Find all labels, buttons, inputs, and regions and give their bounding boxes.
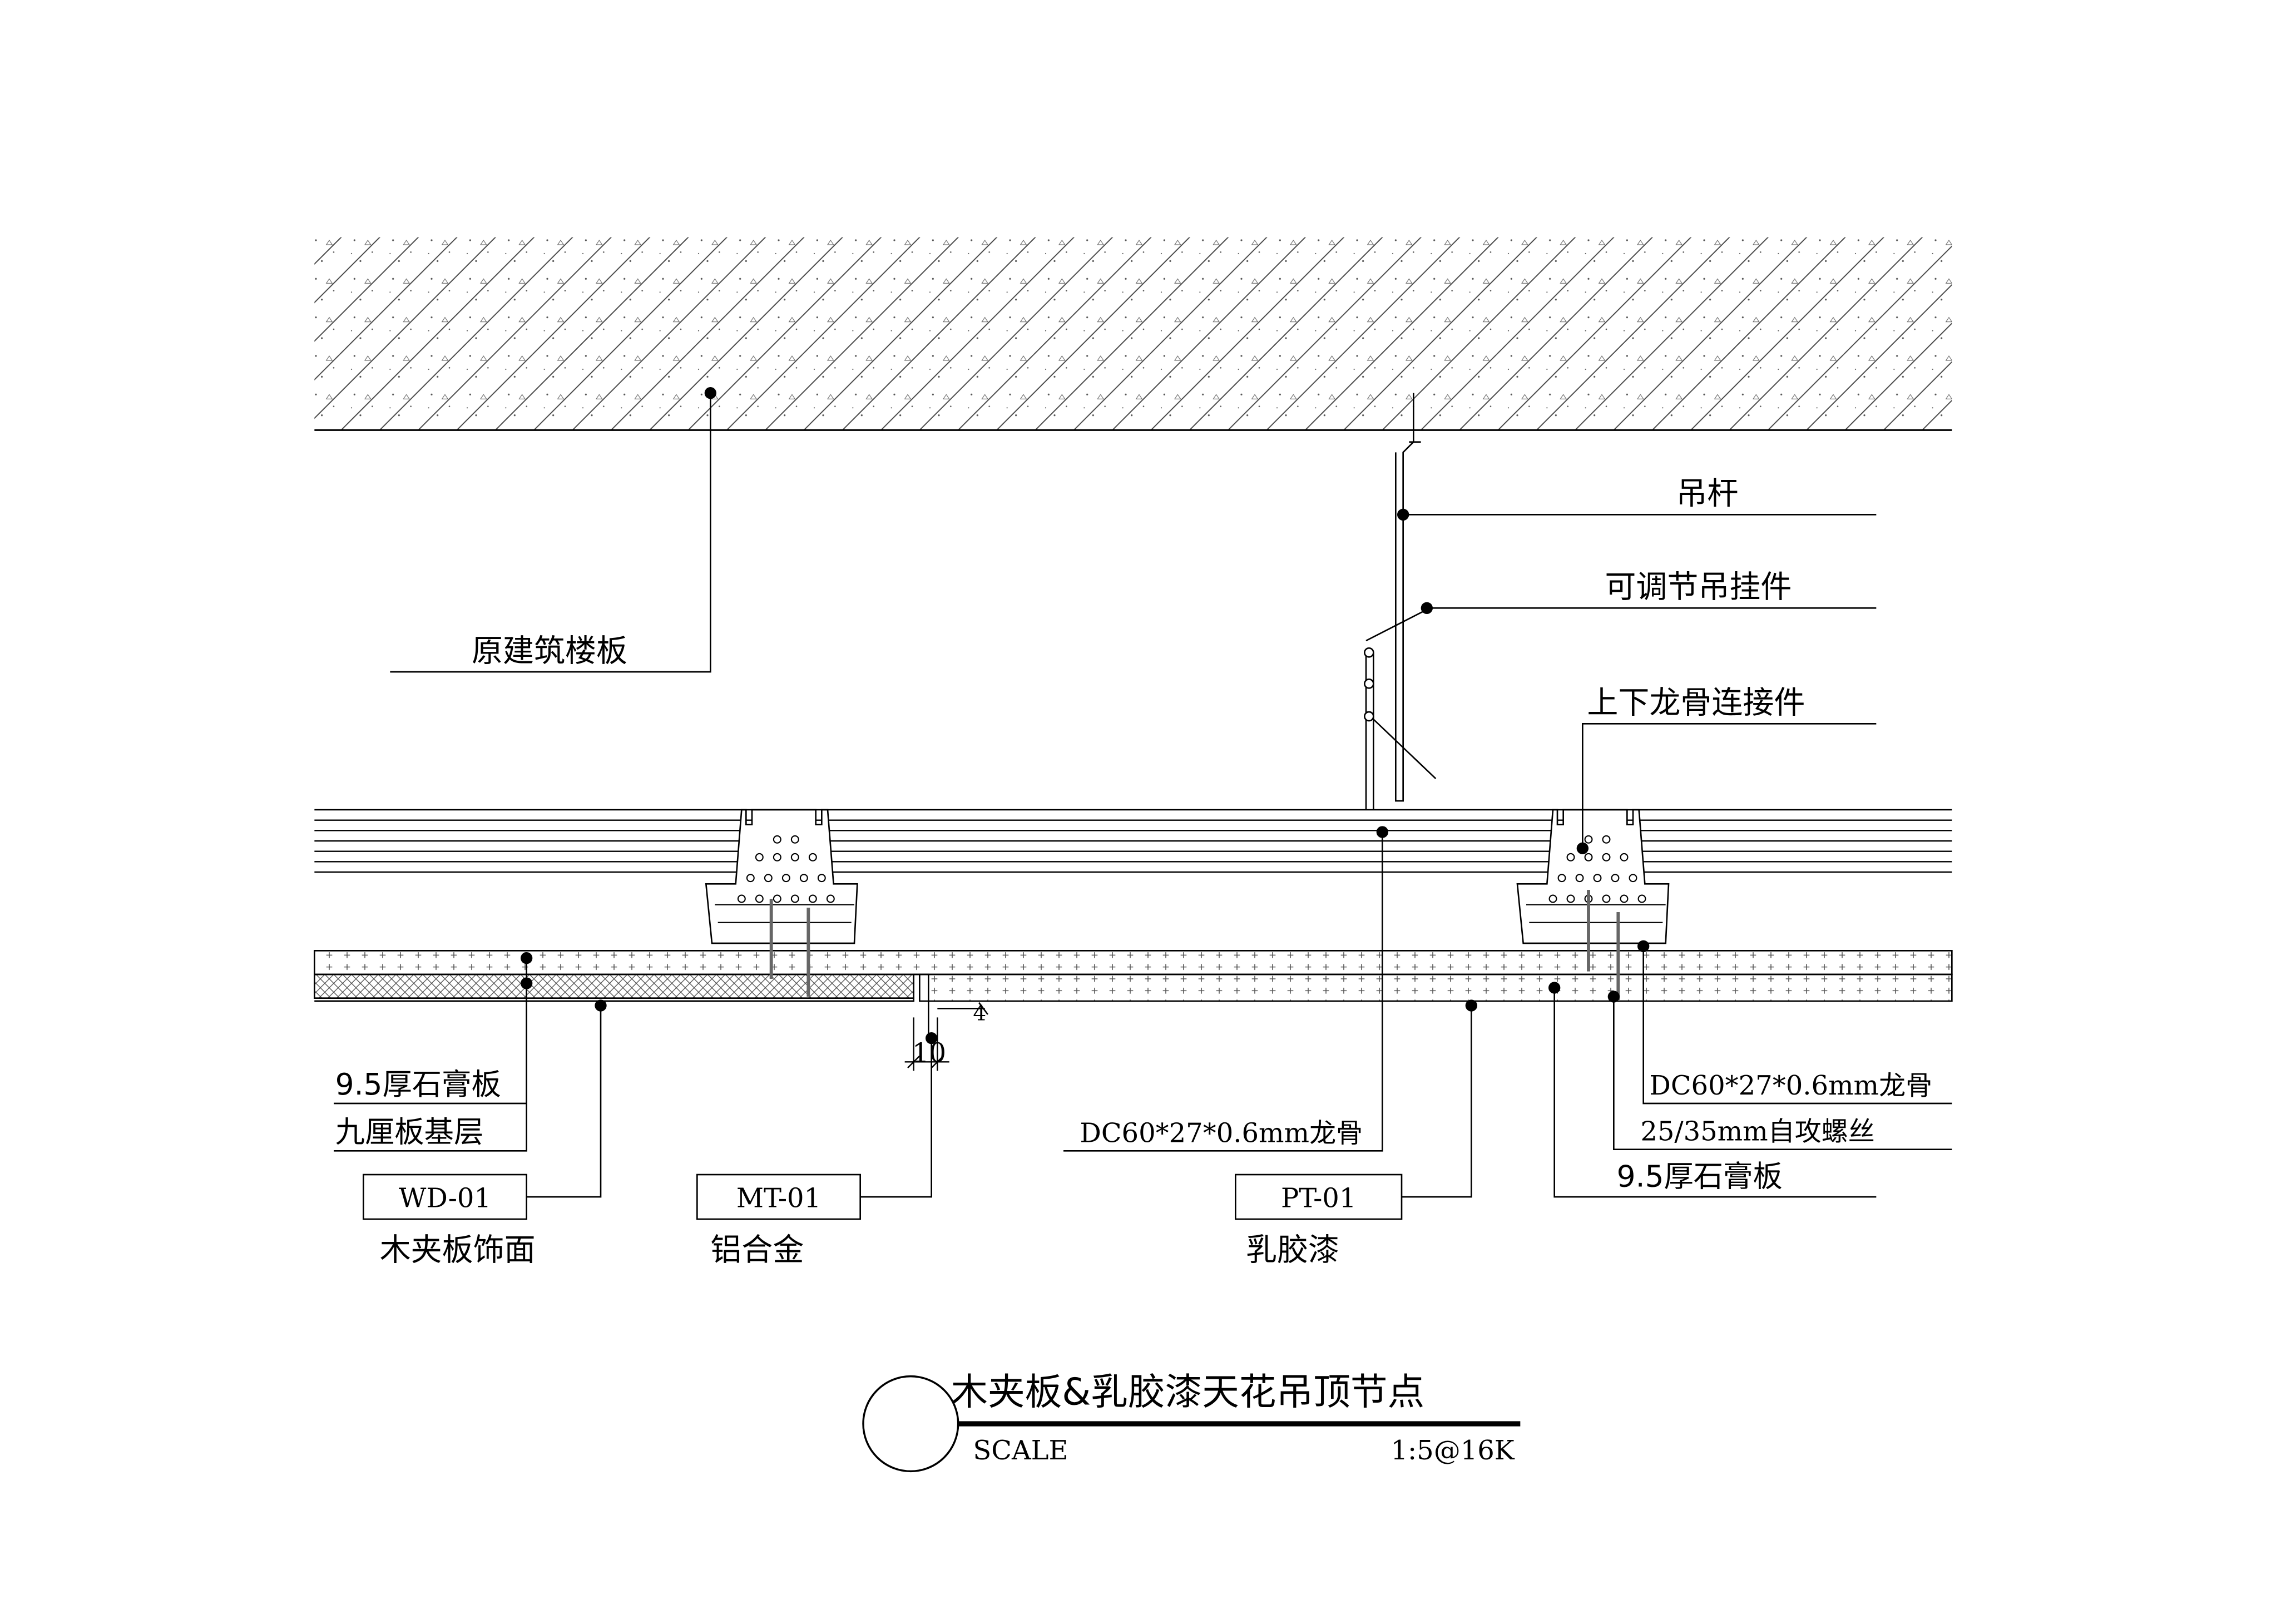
tag-pt-desc: 乳胶漆 bbox=[1246, 1232, 1339, 1269]
gypsum-boards bbox=[314, 949, 1953, 1002]
label-hanger-rod: 吊杆 bbox=[1676, 476, 1738, 512]
label-adjustable-hanger: 可调节吊挂件 bbox=[1605, 570, 1792, 606]
leaders bbox=[334, 393, 1952, 1198]
dimension-gap bbox=[904, 1017, 949, 1071]
screws bbox=[769, 890, 1620, 1001]
main-keel bbox=[314, 809, 1952, 873]
hanger-assembly bbox=[1363, 393, 1437, 810]
title-circle bbox=[862, 1375, 959, 1473]
tag-wd: WD-01 木夹板饰面 bbox=[363, 1174, 536, 1269]
leader-dots bbox=[521, 387, 1650, 1044]
tag-wd-desc: 木夹板饰面 bbox=[380, 1232, 536, 1269]
dimension-step-text: 4 bbox=[973, 1001, 986, 1026]
label-gypsum-right: 9.5厚石膏板 bbox=[1617, 1158, 1783, 1194]
title-scale-value: 1:5@16K bbox=[1391, 1435, 1515, 1466]
aluminium-trim bbox=[314, 973, 989, 1038]
tag-mt-desc: 铝合金 bbox=[710, 1232, 804, 1269]
plywood-base bbox=[314, 973, 914, 1002]
tag-pt: PT-01 乳胶漆 bbox=[1235, 1174, 1403, 1269]
label-screw: 25/35mm自攻螺丝 bbox=[1640, 1116, 1874, 1147]
label-keel-main: DC60*27*0.6mm龙骨 bbox=[1080, 1117, 1363, 1148]
keel-connector-right bbox=[1516, 809, 1670, 944]
label-plywood-base: 九厘板基层 bbox=[335, 1114, 484, 1149]
tag-mt: MT-01 铝合金 bbox=[696, 1174, 861, 1269]
tag-mt-code: MT-01 bbox=[736, 1183, 821, 1214]
title-block: 木夹板&乳胶漆天花吊顶节点 SCALE 1:5@16K bbox=[862, 1370, 1521, 1473]
keel-connector-left bbox=[705, 809, 858, 944]
tag-wd-code: WD-01 bbox=[399, 1183, 491, 1214]
floor-slab bbox=[314, 237, 1952, 431]
title-scale-label: SCALE bbox=[973, 1435, 1068, 1466]
label-gypsum-left: 9.5厚石膏板 bbox=[335, 1067, 501, 1102]
label-floor-slab: 原建筑楼板 bbox=[472, 633, 627, 669]
label-keel-connector: 上下龙骨连接件 bbox=[1587, 685, 1805, 721]
title-main: 木夹板&乳胶漆天花吊顶节点 bbox=[951, 1370, 1424, 1413]
tag-pt-code: PT-01 bbox=[1281, 1183, 1356, 1214]
label-keel-right: DC60*27*0.6mm龙骨 bbox=[1649, 1070, 1932, 1101]
